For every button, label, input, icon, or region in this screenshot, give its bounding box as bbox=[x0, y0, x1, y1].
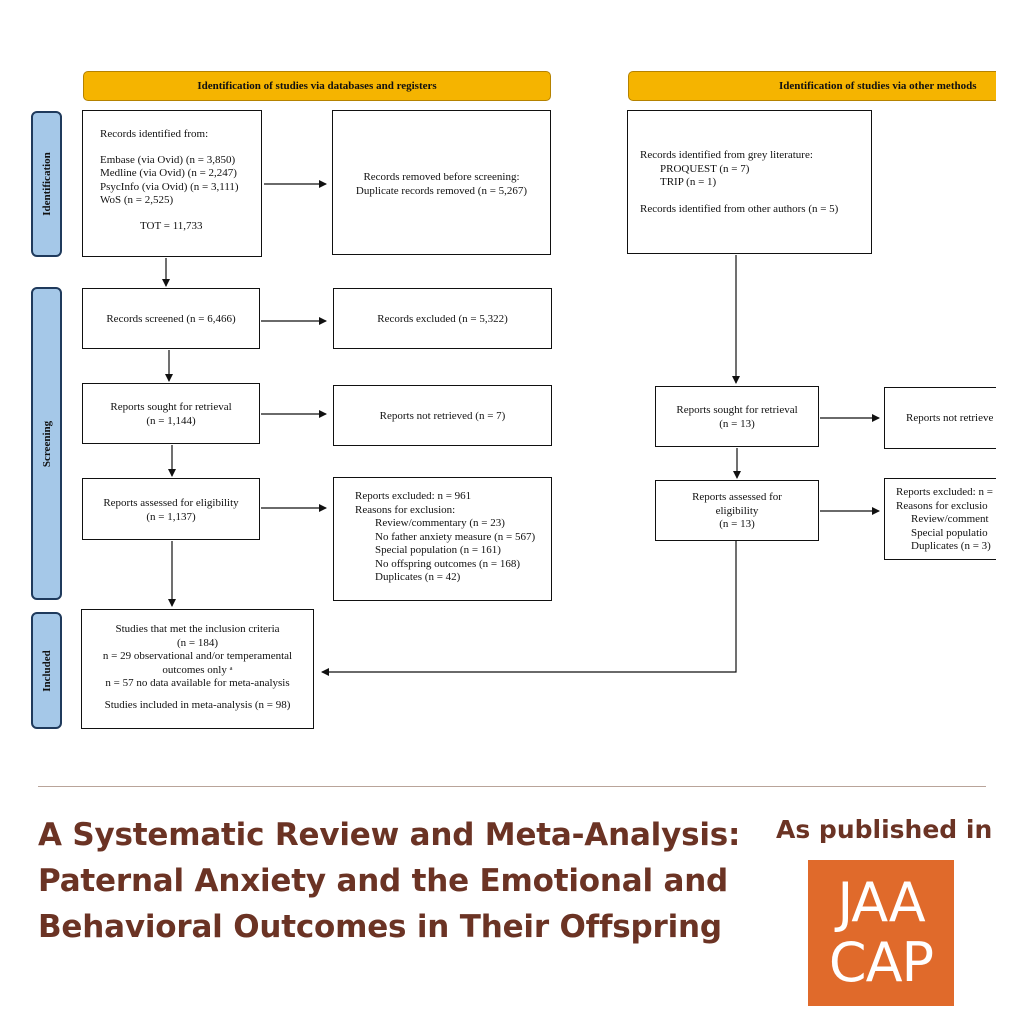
other-excluded-sub: Reasons for exclusio bbox=[896, 499, 988, 512]
published-in-label: As published in bbox=[776, 815, 993, 844]
other-excluded-heading: Reports excluded: n = bbox=[896, 486, 993, 498]
box-records-removed: Records removed before screening: Duplic… bbox=[332, 110, 551, 255]
article-title: A Systematic Review and Meta-Analysis: P… bbox=[38, 812, 741, 950]
stage-identification-label: Identification bbox=[40, 152, 53, 216]
included-line-1: Studies that met the inclusion criteria bbox=[115, 623, 280, 635]
banner-other-label: Identification of studies via other meth… bbox=[779, 80, 977, 92]
screened-label: Records screened (n = 6,466) bbox=[106, 313, 236, 325]
article-title-line-2: Paternal Anxiety and the Emotional and bbox=[38, 863, 729, 899]
box-records-identified: Records identified from: Embase (via Ovi… bbox=[82, 110, 262, 257]
other-assessed-line-2: eligibility bbox=[715, 504, 759, 517]
stage-screening-label: Screening bbox=[40, 420, 53, 467]
assessed-line-1: Reports assessed for eligibility bbox=[103, 497, 239, 509]
included-final: Studies included in meta-analysis (n = 9… bbox=[104, 698, 291, 711]
other-not-retrieved-label: Reports not retrieve bbox=[906, 412, 994, 424]
sought-line-1: Reports sought for retrieval bbox=[110, 401, 232, 413]
flow-connectors bbox=[162, 180, 880, 676]
article-title-line-1: A Systematic Review and Meta-Analysis: bbox=[38, 817, 741, 853]
banner-other-methods: Identification of studies via other meth… bbox=[628, 71, 996, 101]
box-reports-excluded: Reports excluded: n = 961 Reasons for ex… bbox=[333, 477, 552, 601]
other-sought-line-2: (n = 13) bbox=[719, 417, 755, 430]
removed-line-2: Duplicate records removed (n = 5,267) bbox=[355, 184, 528, 197]
box-records-excluded: Records excluded (n = 5,322) bbox=[333, 288, 552, 349]
logo-line-2: CAP bbox=[828, 931, 934, 994]
prisma-flow-diagram: Identification of studies via databases … bbox=[31, 71, 996, 729]
logo-line-1: JAA bbox=[837, 871, 925, 934]
reason-special-population: Special population (n = 161) bbox=[375, 544, 501, 556]
source-embase: Embase (via Ovid) (n = 3,850) bbox=[100, 153, 236, 166]
box-other-reports-excluded: Reports excluded: n = Reasons for exclus… bbox=[884, 478, 996, 560]
excluded-label: Records excluded (n = 5,322) bbox=[377, 313, 508, 325]
other-reason-special: Special populatio bbox=[911, 526, 988, 539]
included-line-5: n = 57 no data available for meta-analys… bbox=[105, 677, 290, 689]
article-title-line-3: Behavioral Outcomes in Their Offspring bbox=[38, 909, 722, 945]
box-other-not-retrieved: Reports not retrieve bbox=[884, 387, 996, 449]
assessed-line-2: (n = 1,137) bbox=[146, 510, 196, 523]
box-studies-included: Studies that met the inclusion criteria … bbox=[81, 609, 314, 729]
included-line-3: n = 29 observational and/or temperamenta… bbox=[102, 650, 293, 662]
reports-excluded-heading: Reports excluded: n = 961 bbox=[355, 490, 472, 502]
other-reason-duplicates: Duplicates (n = 3) bbox=[911, 540, 991, 552]
box-other-records: Records identified from grey literature:… bbox=[627, 110, 872, 254]
stage-identification: Identification bbox=[31, 111, 62, 257]
other-assessed-line-3: (n = 13) bbox=[719, 518, 755, 530]
box-reports-not-retrieved: Reports not retrieved (n = 7) bbox=[333, 385, 552, 446]
stage-included: Included bbox=[31, 612, 62, 729]
stage-included-label: Included bbox=[40, 649, 53, 692]
sought-line-2: (n = 1,144) bbox=[146, 414, 196, 427]
records-total: TOT = 11,733 bbox=[140, 219, 203, 232]
source-psycinfo: PsycInfo (via Ovid) (n = 3,111) bbox=[100, 180, 239, 193]
reason-review: Review/commentary (n = 23) bbox=[375, 517, 505, 529]
box-other-assessed: Reports assessed for eligibility (n = 13… bbox=[655, 480, 819, 541]
box-records-screened: Records screened (n = 6,466) bbox=[82, 288, 260, 349]
other-sought-line-1: Reports sought for retrieval bbox=[676, 404, 798, 416]
not-retrieved-label: Reports not retrieved (n = 7) bbox=[379, 410, 506, 422]
banner-databases: Identification of studies via databases … bbox=[83, 71, 551, 101]
box-reports-assessed: Reports assessed for eligibility (n = 1,… bbox=[82, 478, 260, 540]
source-trip: TRIP (n = 1) bbox=[660, 176, 717, 188]
banner-databases-label: Identification of studies via databases … bbox=[197, 80, 437, 92]
reason-no-father-anxiety: No father anxiety measure (n = 567) bbox=[375, 530, 536, 543]
included-line-2: (n = 184) bbox=[176, 636, 219, 649]
other-assessed-line-1: Reports assessed for bbox=[692, 491, 782, 503]
box-other-sought: Reports sought for retrieval (n = 13) bbox=[655, 386, 819, 447]
reports-excluded-sub: Reasons for exclusion: bbox=[355, 503, 456, 516]
box-reports-sought: Reports sought for retrieval (n = 1,144) bbox=[82, 383, 260, 444]
arrow-other-to-included bbox=[321, 541, 737, 676]
reason-duplicates: Duplicates (n = 42) bbox=[375, 571, 461, 583]
removed-line-1: Records removed before screening: bbox=[363, 171, 520, 183]
source-medline: Medline (via Ovid) (n = 2,247) bbox=[100, 167, 237, 179]
included-line-4: outcomes only ᵃ bbox=[162, 663, 233, 676]
source-proquest: PROQUEST (n = 7) bbox=[660, 162, 750, 175]
other-records-heading: Records identified from grey literature: bbox=[640, 149, 813, 161]
footer-divider bbox=[38, 786, 986, 787]
stage-screening: Screening bbox=[31, 287, 62, 600]
source-wos: WoS (n = 2,525) bbox=[100, 194, 174, 206]
other-authors: Records identified from other authors (n… bbox=[640, 202, 839, 215]
jaacap-logo: JAA CAP bbox=[808, 860, 954, 1006]
reason-no-offspring-outcomes: No offspring outcomes (n = 168) bbox=[375, 557, 521, 570]
other-reason-review: Review/comment bbox=[911, 513, 989, 525]
records-identified-heading: Records identified from: bbox=[100, 128, 209, 140]
